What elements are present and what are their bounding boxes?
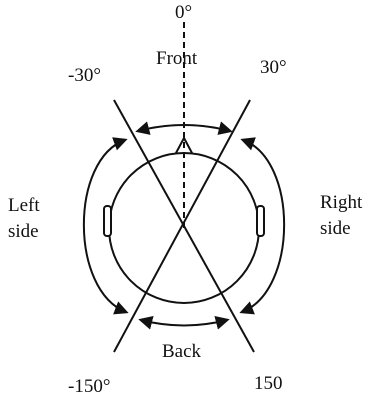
right-side-label-line1: Right	[320, 193, 362, 212]
neg30-degree-label: -30°	[68, 66, 101, 85]
right-side-label-line2: side	[320, 219, 358, 238]
back-label: Back	[162, 342, 201, 361]
neg150-degree-label: -150°	[68, 377, 110, 396]
pos150-label: 150	[254, 374, 283, 393]
left-side-label-line2: side	[8, 222, 39, 241]
front-label: Front	[156, 49, 197, 68]
right-ear-icon	[257, 206, 264, 236]
left-ear-icon	[104, 206, 111, 236]
back-arc-arrow	[141, 320, 227, 326]
zero-degree-label: 0°	[175, 3, 192, 22]
pos30-degree-label: 30°	[260, 58, 287, 77]
left-side-label-line1: Left	[8, 196, 40, 215]
